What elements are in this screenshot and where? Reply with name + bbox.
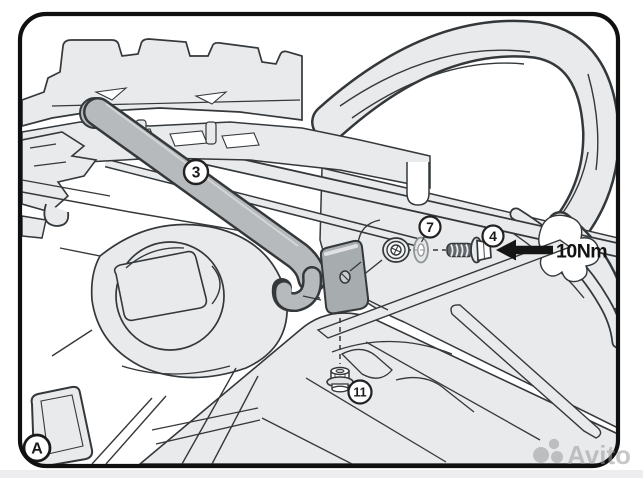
footer-strip	[0, 470, 643, 478]
step-label-a-text: A	[31, 441, 43, 458]
support-arm	[79, 97, 327, 313]
callout-11-label: 11	[353, 385, 366, 399]
callout-11: 11	[347, 379, 373, 405]
step-label-a: A	[22, 433, 52, 463]
footpeg-knob	[90, 223, 288, 379]
watermark-logo-dots-icon	[533, 438, 563, 463]
bike-line-art: 10Nm 3 7 4 11 A	[22, 19, 616, 464]
callout-4: 4	[481, 224, 505, 248]
watermark-text: Avito	[567, 440, 631, 470]
torque-label: 10Nm	[556, 241, 607, 263]
mounting-bracket-plate	[302, 239, 389, 315]
callout-3-label: 3	[192, 164, 201, 181]
torque-arrow	[496, 239, 553, 261]
flanged-nut	[326, 366, 354, 393]
left-frame-cluster	[22, 131, 98, 239]
callout-3: 3	[182, 158, 210, 186]
diagram-frame-border	[17, 11, 621, 469]
grab-rail	[311, 19, 616, 247]
avito-watermark: Avito	[533, 438, 631, 470]
panel-u-notch	[406, 162, 430, 206]
frame-boss	[382, 237, 410, 263]
fender	[137, 239, 616, 464]
callout-4-label: 4	[489, 228, 497, 244]
callout-7: 7	[418, 215, 442, 243]
panel-cutout	[538, 214, 600, 283]
washer	[413, 236, 429, 264]
callout-7-label: 7	[426, 219, 434, 235]
